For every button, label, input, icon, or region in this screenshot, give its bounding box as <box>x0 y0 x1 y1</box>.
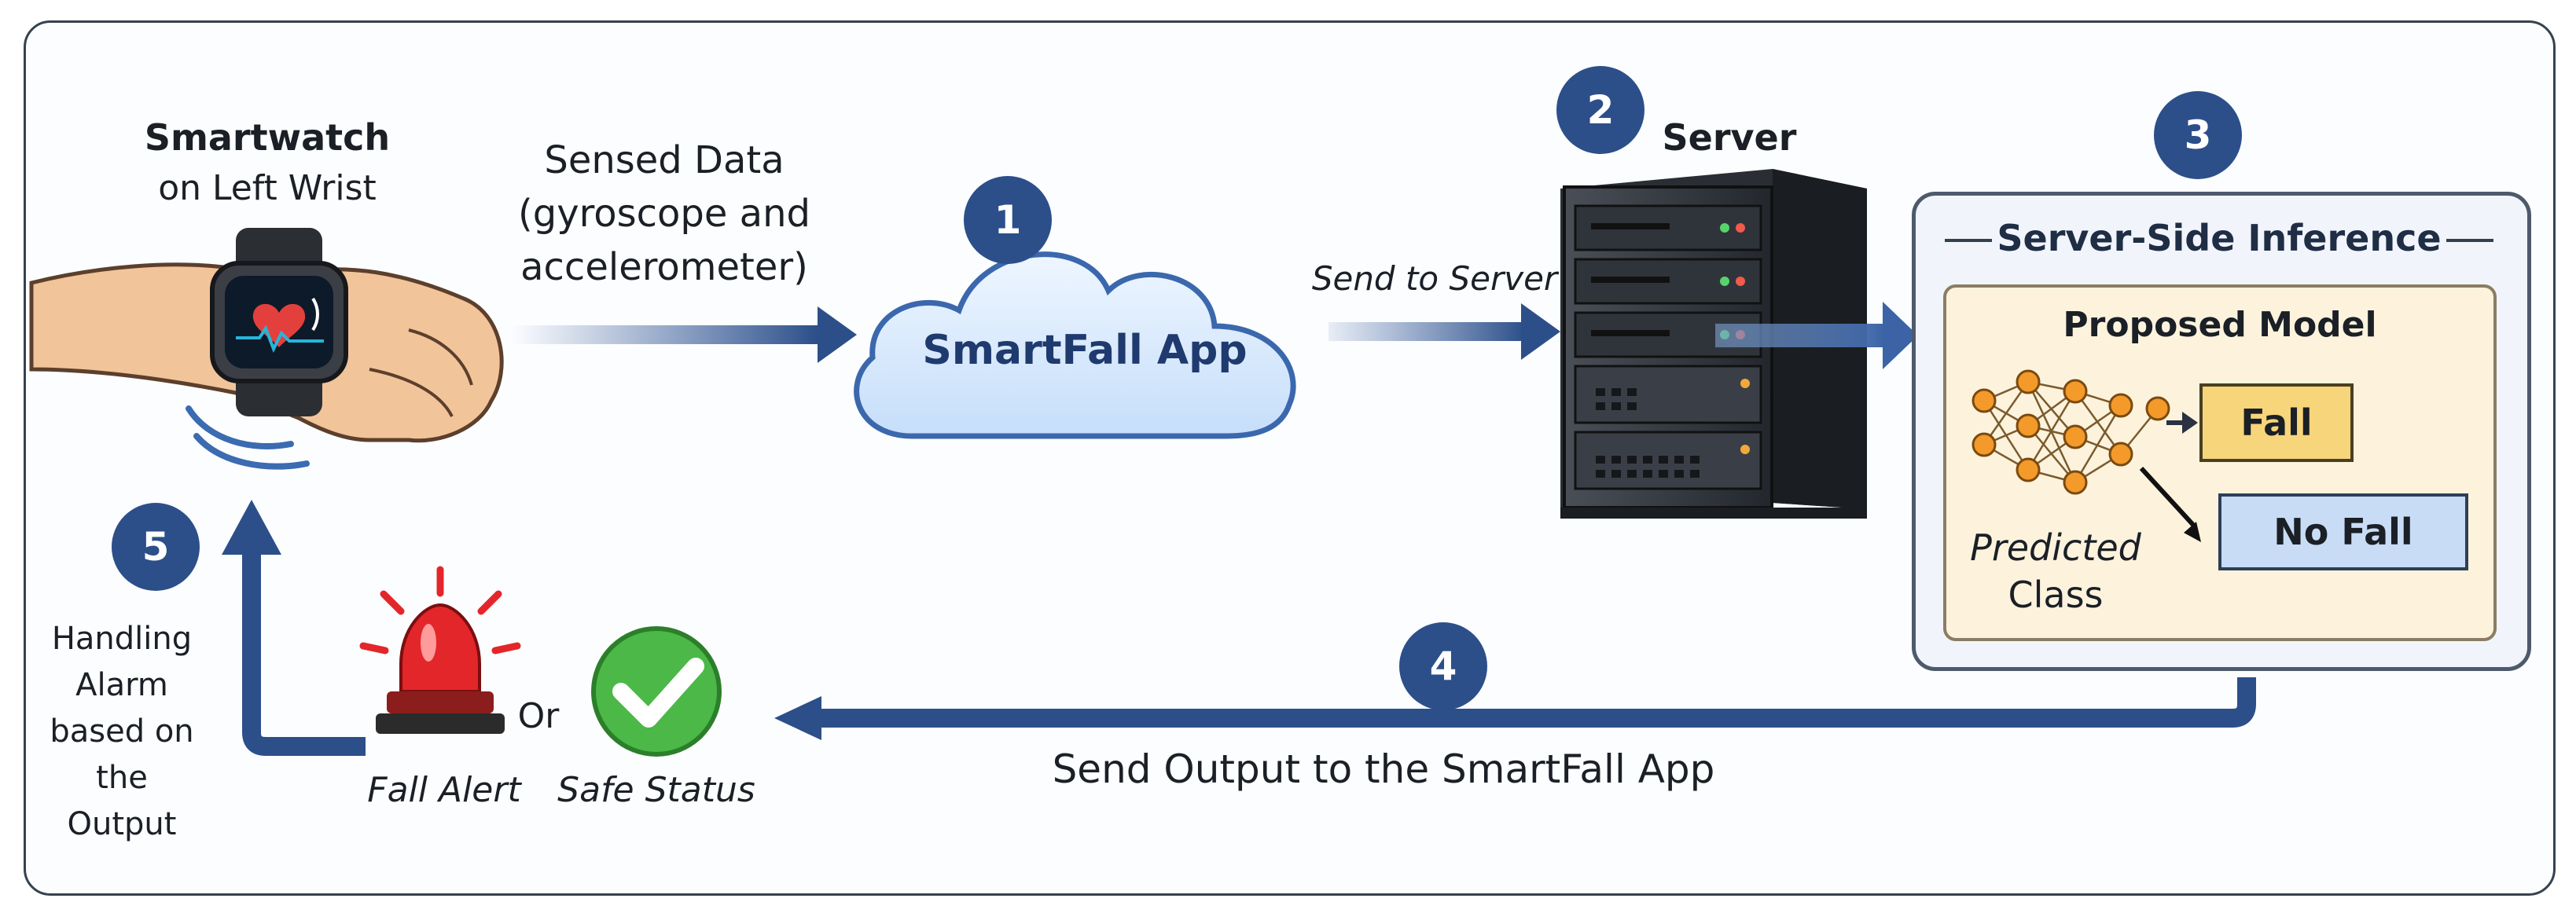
step-badge-2: 2 <box>1556 66 1644 154</box>
siren-icon <box>359 566 521 734</box>
arrow-to-no-fall <box>2139 466 2201 542</box>
arrow-server-to-inference <box>1715 302 1918 369</box>
fall-alert-label: Fall Alert <box>367 770 521 810</box>
arrow-alarm-to-watch <box>222 500 366 756</box>
or-label: Or <box>517 696 560 736</box>
smartwatch-title: Smartwatch <box>144 116 391 159</box>
alarm-line-2: Alarm <box>75 667 168 703</box>
alarm-line-5: Output <box>67 806 177 842</box>
server-rack-icon <box>1560 169 1867 519</box>
model-title: Proposed Model <box>2063 305 2377 345</box>
inference-title: Server-Side Inference <box>1997 217 2442 259</box>
step-badge-3: 3 <box>2154 91 2242 179</box>
server-label: Server <box>1662 116 1797 159</box>
step-badge-5: 5 <box>112 503 200 591</box>
vibration-waves-icon <box>186 405 310 470</box>
alarm-line-4: the <box>96 760 148 796</box>
sensed-data-line1: Sensed Data <box>544 138 785 182</box>
panel-title-rule-right <box>2446 239 2493 242</box>
predicted-class-label-line1: Predicted <box>1970 526 2141 569</box>
arrow-sensed-to-app <box>511 306 857 363</box>
smartwatch-icon <box>210 228 348 416</box>
step-badge-4: 4 <box>1399 622 1487 710</box>
arrow-app-to-server <box>1328 303 1560 360</box>
output-label: Send Output to the SmartFall App <box>1052 746 1715 792</box>
smartwatch-subtitle: on Left Wrist <box>158 168 377 208</box>
send-to-server-label: Send to Server <box>1311 259 1558 298</box>
cloud-icon <box>854 251 1296 439</box>
safe-status-label: Safe Status <box>557 770 755 810</box>
app-label: SmartFall App <box>922 327 1248 374</box>
alarm-line-3: based on <box>50 713 194 750</box>
fall-class-box: Fall <box>2199 383 2354 462</box>
step-badge-1: 1 <box>964 176 1052 264</box>
panel-title-rule-left <box>1945 239 1992 242</box>
sensed-data-line2: (gyroscope and <box>518 192 810 236</box>
no-fall-class-box: No Fall <box>2218 493 2468 570</box>
arrow-output-to-app <box>774 677 2256 740</box>
arrow-to-fall <box>2168 412 2198 434</box>
check-icon <box>591 626 722 757</box>
predicted-class-label-line2: Class <box>2008 574 2104 616</box>
alarm-line-1: Handling <box>51 621 193 657</box>
sensed-data-line3: accelerometer) <box>520 245 808 289</box>
